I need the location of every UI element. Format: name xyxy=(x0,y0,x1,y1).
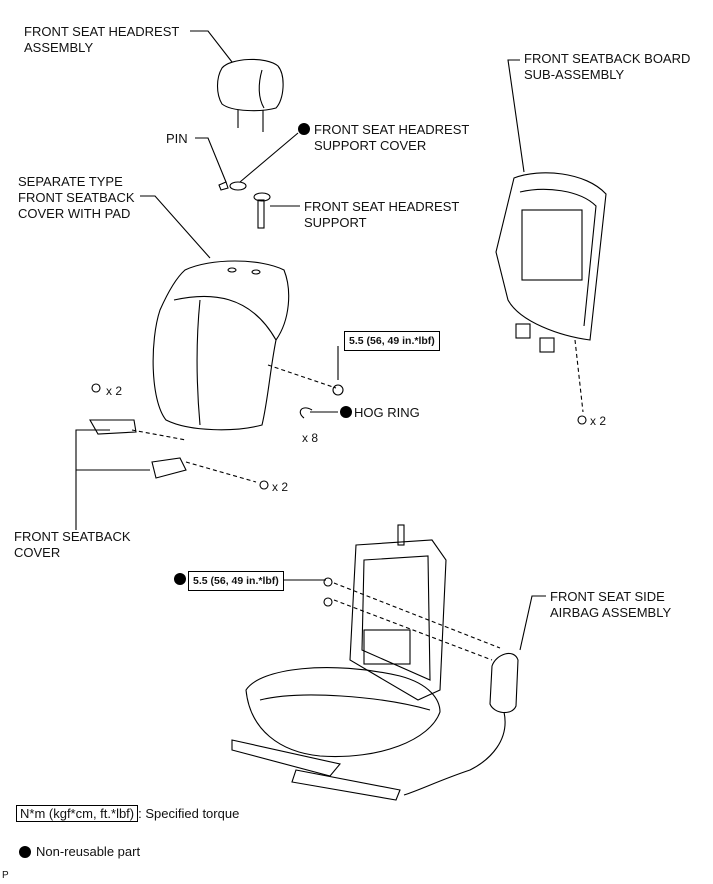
qty-hog-ring: x 8 xyxy=(302,431,319,445)
qty-board-clip: x 2 xyxy=(590,414,607,428)
legend-torque: N*m (kgf*cm, ft.*lbf): Specified torque xyxy=(16,805,240,822)
leader-seatback-cover xyxy=(75,429,110,530)
label-headrest-support: FRONT SEAT HEADREST SUPPORT xyxy=(304,199,459,231)
side-airbag-shape xyxy=(489,652,519,714)
label-headrest: FRONT SEAT HEADREST ASSEMBLY xyxy=(24,24,179,56)
label-board-line-1: FRONT SEATBACK BOARD xyxy=(524,51,691,66)
label-side-airbag-line-1: FRONT SEAT SIDE xyxy=(550,589,665,604)
seat-frame-shape xyxy=(349,539,447,701)
leader-board xyxy=(507,59,525,173)
label-seatback-cover-line-1: FRONT SEATBACK xyxy=(14,529,131,544)
leader-headrest xyxy=(190,30,233,63)
label-support-cover: FRONT SEAT HEADREST SUPPORT COVER xyxy=(314,122,469,154)
label-support-cover-line-2: SUPPORT COVER xyxy=(314,138,427,153)
seatback-pad-shape xyxy=(152,260,290,431)
label-board-line-2: SUB-ASSEMBLY xyxy=(524,67,625,82)
label-headrest-support-line-2: SUPPORT xyxy=(304,215,367,230)
legend-nonreusable: Non-reusable part xyxy=(36,844,141,859)
label-separate-cover: SEPARATE TYPE FRONT SEATBACK COVER WITH … xyxy=(18,174,135,222)
leader-side-airbag xyxy=(519,595,546,651)
qty-clip-top: x 2 xyxy=(106,384,123,398)
label-side-airbag: FRONT SEAT SIDE AIRBAG ASSEMBLY xyxy=(550,589,671,621)
seat-cushion-shape xyxy=(245,667,441,758)
headrest-shape xyxy=(216,58,284,112)
label-headrest-line-2: ASSEMBLY xyxy=(24,40,94,55)
label-headrest-support-line-1: FRONT SEAT HEADREST xyxy=(304,199,460,214)
nonreusable-dot-icon xyxy=(19,846,31,858)
label-side-airbag-line-2: AIRBAG ASSEMBLY xyxy=(550,605,672,620)
label-pin: PIN xyxy=(166,131,188,146)
leader-support-cover xyxy=(239,132,299,183)
legend-torque-text: : Specified torque xyxy=(138,806,240,821)
qty-clip-bottom: x 2 xyxy=(272,480,289,494)
seatback-board-shape xyxy=(495,172,607,341)
label-board: FRONT SEATBACK BOARD SUB-ASSEMBLY xyxy=(524,51,690,83)
corner-mark: P xyxy=(2,870,9,881)
label-seatback-cover: FRONT SEATBACK COVER xyxy=(14,529,131,561)
leader-pin xyxy=(195,137,227,183)
torque-box-lower: 5.5 (56, 49 in.*lbf) xyxy=(188,571,284,591)
label-separate-cover-line-1: SEPARATE TYPE xyxy=(18,174,123,189)
label-separate-cover-line-3: COVER WITH PAD xyxy=(18,206,131,221)
label-support-cover-line-1: FRONT SEAT HEADREST xyxy=(314,122,470,137)
leader-separate-cover xyxy=(140,195,211,259)
label-hog-ring: HOG RING xyxy=(354,405,420,420)
label-headrest-line-1: FRONT SEAT HEADREST xyxy=(24,24,180,39)
label-separate-cover-line-2: FRONT SEATBACK xyxy=(18,190,135,205)
label-seatback-cover-line-2: COVER xyxy=(14,545,61,560)
legend-torque-unit: N*m (kgf*cm, ft.*lbf) xyxy=(16,805,139,822)
torque-box-upper: 5.5 (56, 49 in.*lbf) xyxy=(344,331,440,351)
